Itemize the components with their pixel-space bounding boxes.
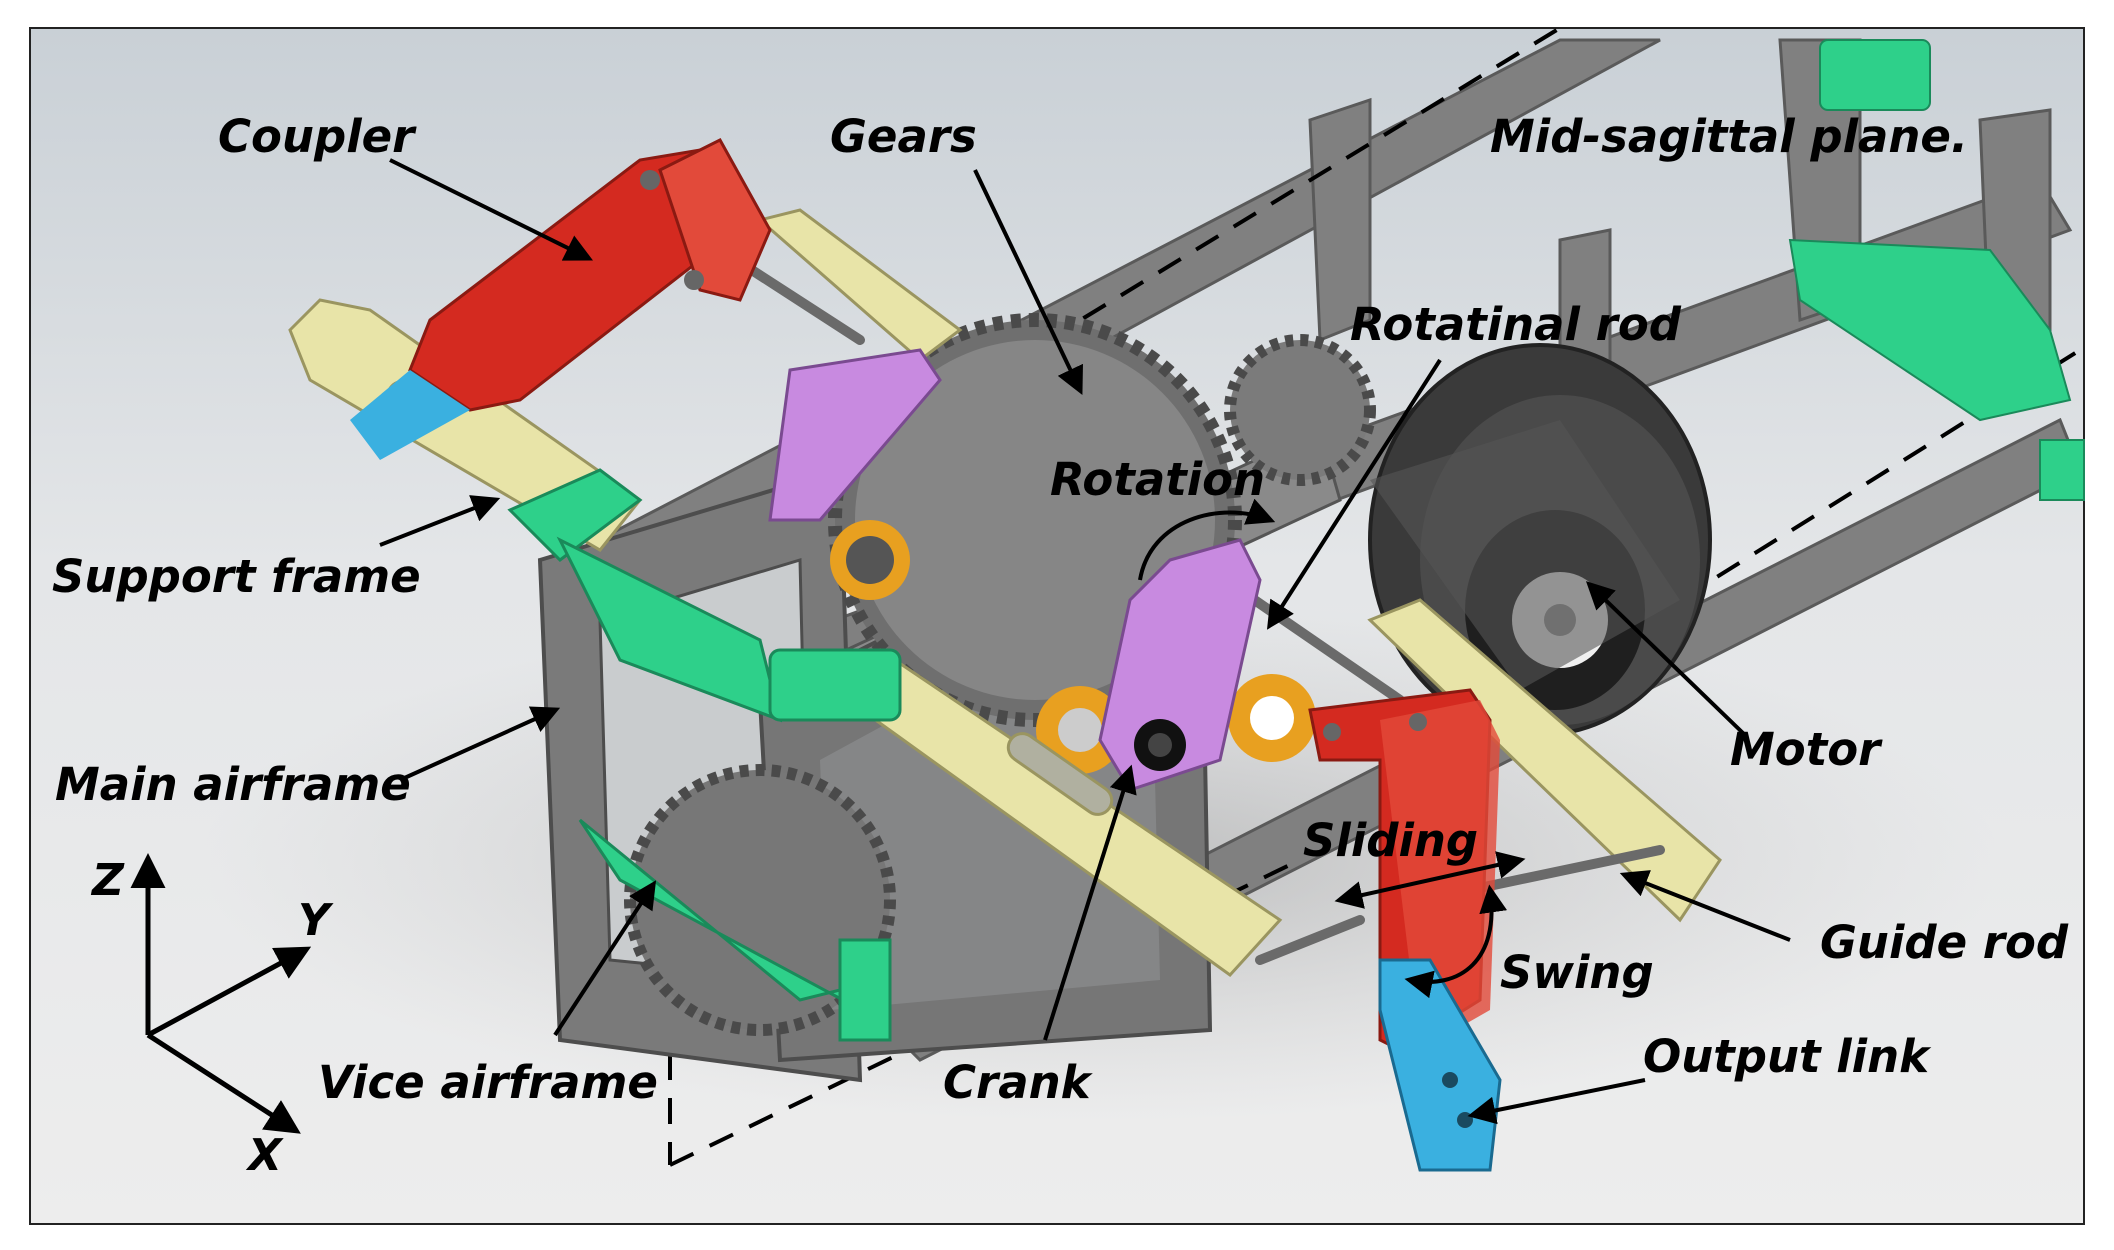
label-sliding: Sliding	[1303, 814, 1478, 867]
label-coupler: Coupler	[218, 110, 417, 163]
motion-arrows	[1138, 498, 1526, 999]
x-axis-label: X	[245, 1130, 284, 1181]
y-axis	[146, 946, 312, 1038]
label-crank: Crank	[943, 1056, 1094, 1109]
label-swing: Swing	[1500, 946, 1654, 999]
label-vice-airframe: Vice airframe	[318, 1056, 658, 1109]
label-rotational-rod: Rotatinal rod	[1350, 298, 1682, 351]
rotation-arrow	[1138, 498, 1276, 581]
label-output-link: Output link	[1643, 1030, 1932, 1083]
label-motor: Motor	[1730, 723, 1883, 776]
coupler	[350, 138, 772, 460]
label-main-airframe: Main airframe	[55, 758, 411, 811]
sliding-arrow	[1334, 851, 1526, 909]
label-rotation: Rotation	[1050, 453, 1265, 506]
coordinate-axes	[130, 853, 312, 1134]
swing-arrow	[1404, 884, 1508, 999]
label-mid-sagittal-plane: Mid-sagittal plane.	[1490, 110, 1968, 163]
rear-clamps	[1788, 39, 2085, 501]
label-gears: Gears	[830, 110, 977, 163]
front-clamps	[507, 468, 902, 1042]
support-frame	[288, 208, 1722, 977]
label-guide-rod: Guide rod	[1820, 916, 2069, 969]
gears	[624, 313, 1376, 1036]
label-support-frame: Support frame	[52, 550, 421, 603]
motor	[1368, 343, 1712, 737]
z-axis-label: Z	[90, 855, 125, 906]
x-axis	[146, 1032, 301, 1134]
leader-lines	[379, 158, 1791, 1125]
y-axis-label: Y	[298, 895, 334, 946]
crank	[768, 348, 1262, 792]
